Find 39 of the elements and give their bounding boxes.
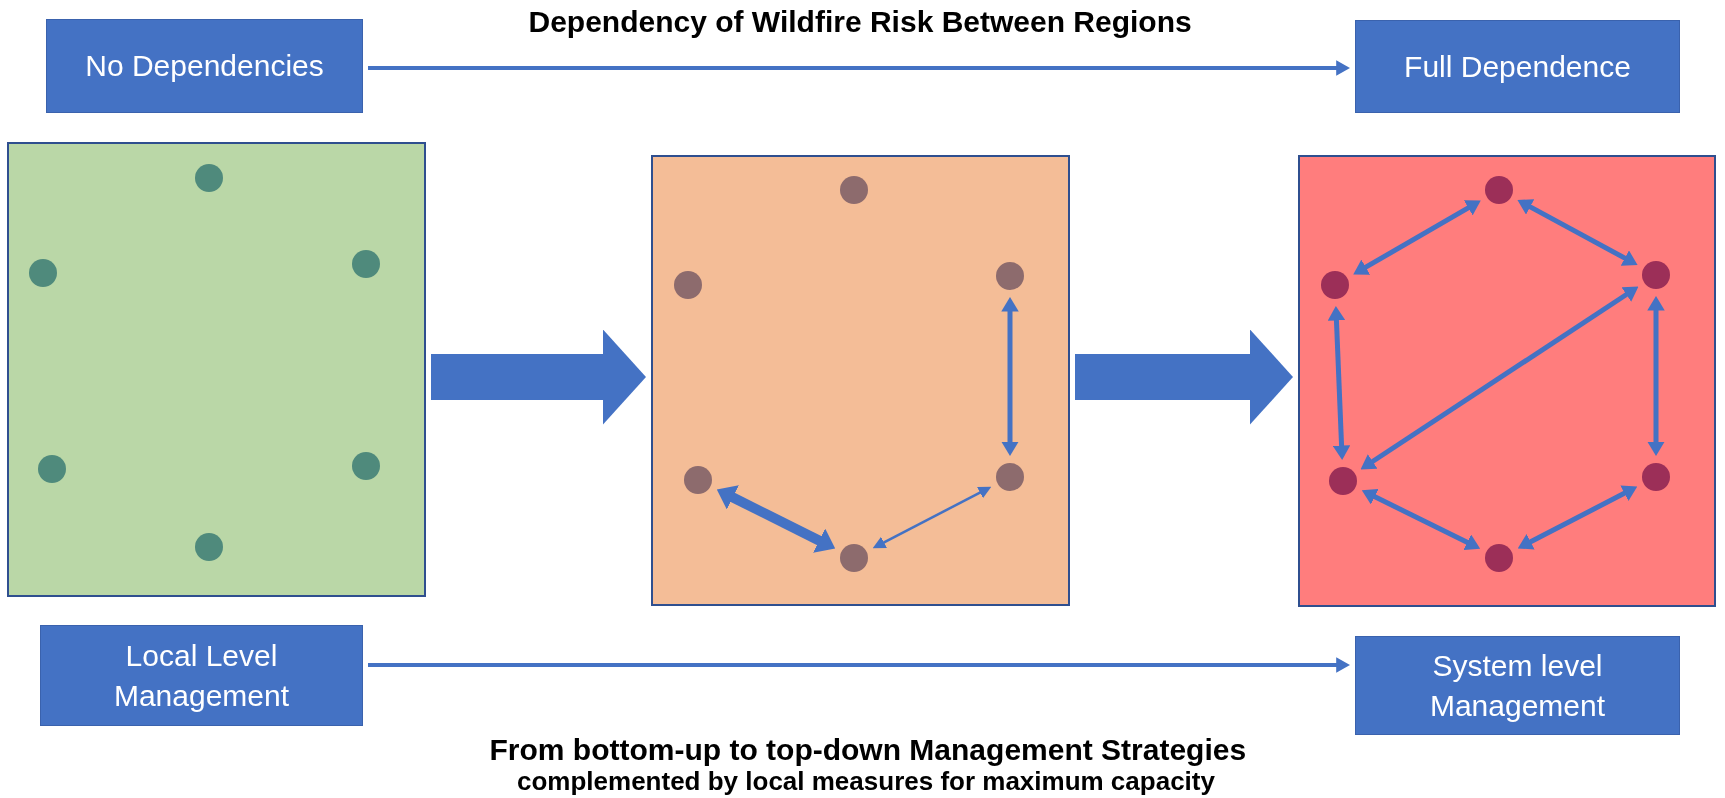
block-arrow [431,329,646,425]
region-panel [7,142,426,597]
region-dot [840,544,868,572]
label-box: Full Dependence [1355,20,1680,113]
double-headed-arrow [1517,199,1638,266]
region-dot [1642,261,1670,289]
double-headed-arrow [1353,200,1481,275]
arrow [368,657,1350,673]
double-headed-arrow [1647,296,1665,456]
region-panel [651,155,1070,606]
block-arrow [1075,329,1293,425]
region-dot [195,533,223,561]
region-dot [38,455,66,483]
double-headed-arrow [1361,488,1481,551]
region-dot [352,452,380,480]
region-dot [1485,176,1513,204]
region-panel [1298,155,1716,607]
region-dot [1642,463,1670,491]
region-dot [1321,271,1349,299]
region-dot [352,250,380,278]
arrow [368,60,1350,76]
region-dot [1485,544,1513,572]
region-dot [1329,467,1357,495]
double-headed-arrow [1517,485,1638,550]
region-dot [684,466,712,494]
label-box: No Dependencies [46,19,363,113]
label-box: Local Level Management [40,625,363,726]
region-dot [996,262,1024,290]
double-headed-arrow [716,485,836,553]
region-dot [195,164,223,192]
region-dot [674,271,702,299]
double-headed-arrow [872,486,992,549]
region-dot [996,463,1024,491]
double-headed-arrow [1360,286,1639,470]
double-headed-arrow [1001,297,1019,456]
region-dot [840,176,868,204]
region-dot [29,259,57,287]
label-box: System level Management [1355,636,1680,735]
double-headed-arrow [1327,306,1351,460]
